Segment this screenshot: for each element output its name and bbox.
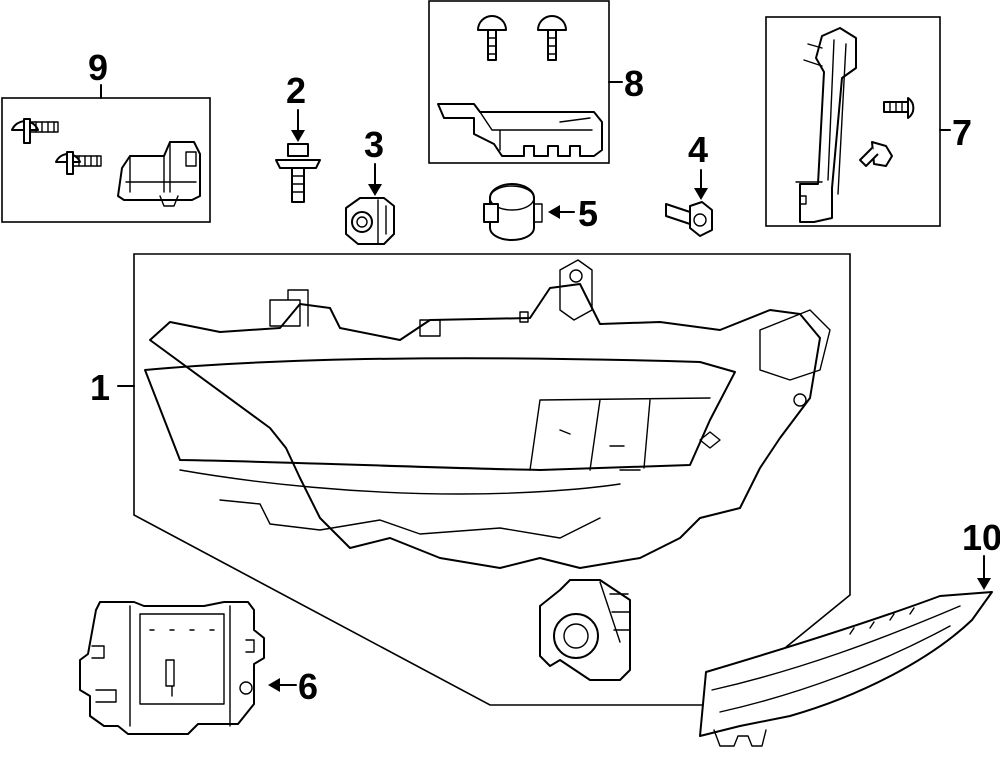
callout-8-label: 8 [624, 63, 644, 104]
arrow-icon [977, 578, 991, 590]
control-module-icon [79, 601, 265, 735]
arrow-icon [548, 205, 560, 219]
lamp-module-icon [539, 579, 631, 681]
callout-2-label: 2 [286, 70, 306, 111]
bolt-icon [275, 143, 321, 203]
screw-icon [537, 15, 567, 61]
screw-icon [477, 15, 507, 61]
screw-icon [55, 151, 102, 175]
arrow-icon [694, 188, 708, 200]
callout-6-group[interactable]: 6 [79, 601, 318, 735]
screw-icon [859, 141, 893, 167]
parts-box-9 [1, 97, 211, 223]
headlamp-housing-icon [144, 259, 831, 569]
callout-9-group[interactable]: 9 [1, 47, 211, 223]
screw-icon [11, 118, 59, 144]
callout-9-label: 9 [88, 47, 108, 88]
callout-10-label: 10 [962, 517, 1000, 558]
parts-box-7 [765, 16, 941, 227]
callout-8-group[interactable]: 8 [428, 0, 644, 164]
callout-3-label: 3 [364, 124, 384, 165]
arrow-icon [291, 130, 305, 142]
callout-6-label: 6 [298, 666, 318, 707]
bracket-icon [437, 103, 603, 157]
socket-icon [483, 183, 543, 241]
callout-10-group[interactable]: 10 [699, 517, 1000, 747]
callout-4-group[interactable]: 4 [665, 129, 713, 237]
callout-1-label: 1 [90, 367, 110, 408]
callout-7-group[interactable]: 7 [765, 16, 972, 227]
callout-4-label: 4 [688, 129, 708, 170]
callout-2-group[interactable]: 2 [275, 70, 321, 203]
trim-strip-icon [699, 591, 993, 747]
nut-icon [665, 201, 713, 237]
screw-icon [883, 97, 915, 119]
callout-7-label: 7 [952, 112, 972, 153]
arrow-icon [368, 184, 382, 196]
mounting-bracket-icon [117, 141, 201, 207]
callout-1-group[interactable]: 1 [90, 253, 851, 706]
callout-3-group[interactable]: 3 [345, 124, 395, 245]
callout-5-label: 5 [578, 193, 598, 234]
callout-5-group[interactable]: 5 [483, 183, 598, 241]
arrow-icon [268, 678, 280, 692]
long-bracket-icon [795, 27, 857, 223]
connector-icon [345, 197, 395, 245]
